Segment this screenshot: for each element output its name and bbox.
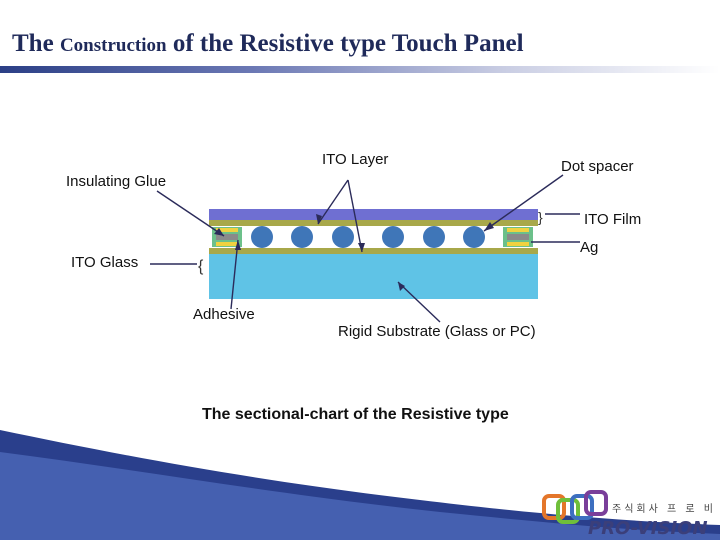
company-logo [542, 490, 608, 524]
dot-spacer [423, 226, 445, 248]
leader-rigid-substrate [397, 281, 441, 323]
arrowhead [235, 240, 241, 250]
ito-film [209, 209, 538, 220]
label-ag: Ag [580, 239, 599, 256]
logo-square-purple [584, 490, 608, 516]
dot-spacer [382, 226, 404, 248]
bottom-wave-highlight [0, 452, 720, 540]
logo-korean-text: 주식회사 프 로 비 젼 [612, 504, 720, 515]
arrowhead [398, 282, 405, 291]
arrowhead [316, 214, 322, 224]
edge-stack-right [503, 227, 533, 247]
slide-title: The Construction of the Resistive type T… [12, 30, 524, 58]
label-ito-glass: ITO Glass [71, 254, 139, 271]
logo-square-blue [570, 494, 594, 520]
leader-ito-layer-b [347, 179, 363, 253]
edge-stack-right-ag-lower [507, 242, 529, 246]
arrowhead [358, 243, 365, 252]
arrowhead [214, 228, 224, 236]
title-word-the: The [12, 30, 54, 57]
logo-wordmark: PRO-VISION [588, 518, 708, 539]
logo-square-green [556, 498, 580, 524]
logo-square-orange [542, 494, 566, 520]
dot-spacer [463, 226, 485, 248]
edge-stack-left-adhesive [216, 234, 238, 240]
ito-layer-bottom [209, 248, 538, 254]
edge-stack-left-ag-lower [216, 242, 238, 246]
label-rigid-substrate: Rigid Substrate (Glass or PC) [338, 323, 536, 340]
title-underline [0, 66, 720, 73]
brace-ito-glass: { [198, 258, 204, 275]
label-ito-film: ITO Film [584, 211, 642, 228]
leader-ito-layer-a [317, 179, 349, 225]
brace-ito-film: } [538, 209, 543, 225]
edge-stack-right-adhesive [507, 234, 529, 240]
dot-spacer [291, 226, 313, 248]
label-dot-spacer: Dot spacer [561, 158, 634, 175]
leader-insulating-glue [156, 190, 225, 237]
leader-adhesive [230, 239, 239, 310]
edge-stack-left-ag [216, 228, 238, 232]
dot-spacer [332, 226, 354, 248]
label-insulating-glue: Insulating Glue [66, 173, 167, 190]
title-rest: of the Resistive type Touch Panel [172, 30, 524, 57]
dot-spacer [251, 226, 273, 248]
title-word-construction: Construction [59, 35, 167, 56]
label-ito-layer: ITO Layer [322, 151, 389, 168]
diagram-caption: The sectional-chart of the Resistive typ… [202, 406, 509, 423]
rigid-substrate [209, 254, 538, 299]
label-adhesive: Adhesive [193, 306, 255, 323]
ito-layer-top [209, 220, 538, 226]
arrowhead [484, 222, 494, 231]
edge-stack-right-ag [507, 228, 529, 232]
leader-dot-spacer [483, 174, 564, 232]
